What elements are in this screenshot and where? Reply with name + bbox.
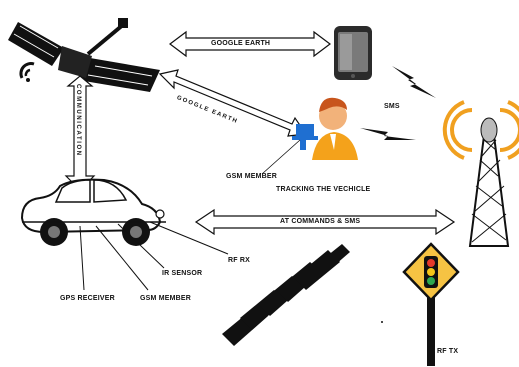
mobile-phone-icon [334,26,372,80]
car-icon [22,180,166,246]
lightning-signal-icon [360,66,436,140]
google-earth-arrow [170,32,330,56]
google-link-arrow [160,70,306,136]
zebra-crossing-icon [222,244,350,346]
user-at-computer-icon [262,98,358,174]
at-commands-arrow [196,210,454,234]
cell-tower-icon [445,102,519,246]
communication-arrow [66,76,94,190]
traffic-light-icon [404,244,458,366]
car-leader-lines [80,222,228,290]
